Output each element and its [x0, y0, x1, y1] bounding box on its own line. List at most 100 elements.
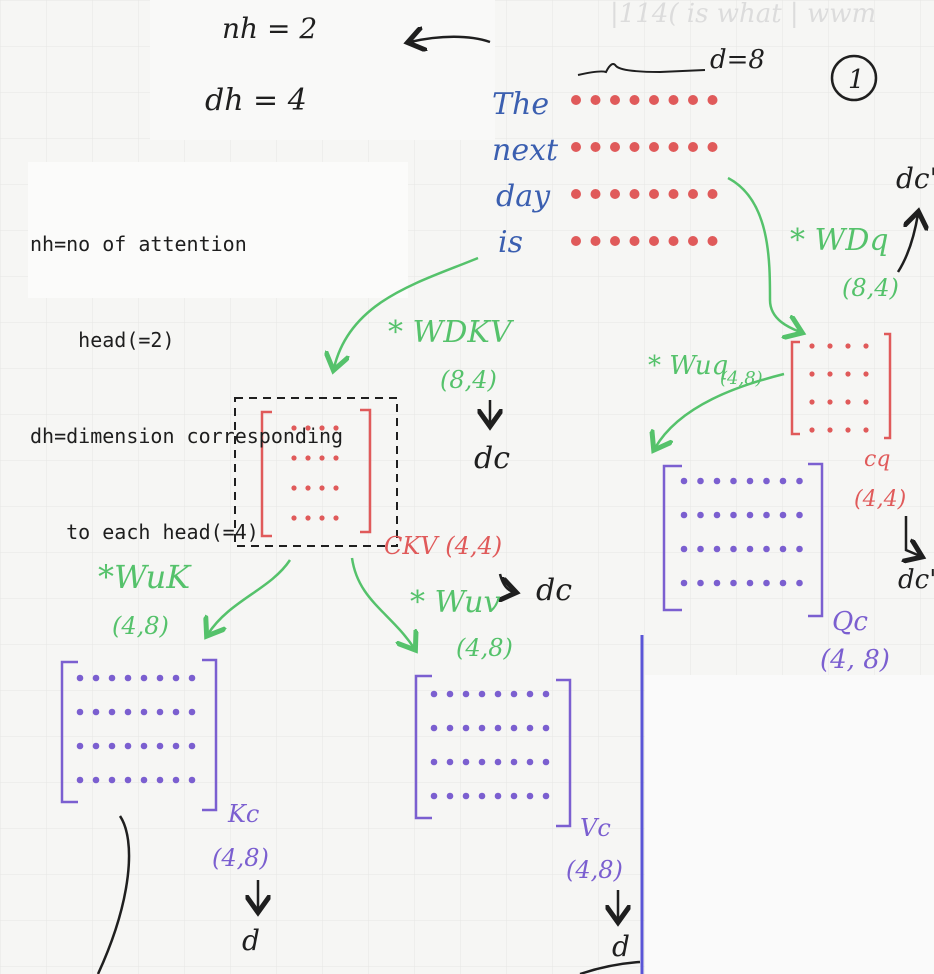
wuv-label: * Wuv	[410, 585, 500, 620]
matrix-dot	[526, 724, 534, 732]
matrix-dot	[172, 708, 180, 716]
d8-label: d=8	[710, 45, 765, 75]
matrix-dot	[680, 477, 688, 485]
matrix-dot	[510, 724, 518, 732]
matrix-dot	[713, 511, 721, 519]
note-line-2: head(=2)	[30, 328, 175, 352]
svg-text:|114( is what | wwm: |114( is what | wwm	[610, 0, 876, 29]
matrix-dot	[319, 425, 325, 431]
matrix-dot	[649, 189, 659, 199]
arrow-ckv-dc	[500, 573, 514, 592]
matrix-dot	[571, 236, 581, 246]
matrix-dot	[590, 236, 601, 246]
matrix-dot	[188, 708, 196, 716]
matrix-dot	[92, 776, 100, 784]
token-1: next	[492, 133, 559, 168]
matrix-dot	[827, 399, 833, 405]
matrix-dot	[827, 343, 833, 349]
matrix-dot	[827, 371, 833, 377]
matrix-dot	[610, 189, 620, 199]
matrix-dot	[478, 690, 486, 698]
matrix-dot	[571, 189, 581, 199]
matrix-dot	[730, 545, 737, 553]
matrix-dot	[707, 95, 718, 105]
matrix-dot	[305, 515, 311, 521]
matrix-dot	[446, 724, 454, 732]
matrix-dot	[730, 511, 737, 519]
matrix-dot	[688, 189, 698, 199]
matrix-dot	[809, 399, 815, 405]
matrix-dot	[796, 545, 803, 553]
matrix-dot	[668, 236, 679, 246]
matrix-dot	[76, 674, 84, 682]
matrix-dot	[779, 579, 787, 587]
ckv-matrix	[260, 408, 372, 538]
matrix-dot	[668, 142, 679, 152]
matrix-dot	[430, 724, 438, 732]
matrix-dot	[92, 708, 100, 716]
d-brace	[577, 63, 706, 76]
matrix-dot	[108, 674, 116, 682]
matrix-dot	[590, 189, 601, 199]
qc-matrix	[662, 462, 824, 618]
matrix-dot	[305, 455, 311, 461]
matrix-dot	[730, 579, 737, 587]
matrix-dot	[649, 236, 659, 246]
matrix-dot	[649, 142, 659, 152]
step-number: 1	[848, 65, 865, 95]
wuk-label: *WuK	[98, 558, 192, 596]
kc-matrix	[60, 658, 218, 812]
matrix-dot	[746, 579, 754, 587]
matrix-dot	[494, 758, 502, 766]
matrix-dot	[172, 674, 180, 682]
vc-matrix	[414, 674, 572, 828]
dc-down-label: dc	[474, 441, 510, 476]
matrix-dot	[76, 742, 84, 750]
wdkv-shape: (8,4)	[440, 366, 497, 394]
matrix-dot	[610, 236, 620, 246]
matrix-dot	[446, 792, 454, 800]
matrix-dot	[526, 792, 534, 800]
matrix-dot	[763, 579, 770, 587]
note-line-1: nh=no of attention	[30, 232, 247, 256]
matrix-dot	[688, 95, 698, 105]
matrix-dot	[478, 758, 486, 766]
matrix-dot	[571, 95, 581, 105]
matrix-dot	[291, 515, 297, 521]
matrix-dot	[680, 511, 688, 519]
matrix-dot	[779, 477, 787, 485]
matrix-dot	[124, 742, 132, 750]
notes-block: nh=no of attention head(=2) dh=dimension…	[30, 164, 343, 580]
vc-curve	[579, 960, 641, 974]
matrix-dot	[688, 142, 698, 152]
dc-prime-label: dc'	[898, 565, 934, 595]
kc-curve	[96, 815, 131, 974]
matrix-dot	[172, 742, 180, 750]
matrix-dot	[333, 515, 339, 521]
matrix-dot	[590, 142, 601, 152]
nh-label: nh = 2	[222, 12, 317, 45]
matrix-dot	[319, 485, 325, 491]
matrix-dot	[124, 776, 132, 784]
matrix-dot	[478, 792, 486, 800]
matrix-dot	[746, 511, 754, 519]
matrix-dot	[845, 399, 851, 405]
matrix-dot	[108, 708, 116, 716]
matrix-dot	[108, 742, 116, 750]
step-circle	[830, 54, 878, 102]
matrix-dot	[746, 545, 754, 553]
matrix-dot	[446, 758, 454, 766]
arrow-to-ckv	[334, 256, 479, 368]
matrix-dot	[763, 477, 770, 485]
matrix-dot	[291, 455, 297, 461]
matrix-dot	[291, 485, 297, 491]
matrix-dot	[319, 515, 325, 521]
dc-right-label: dc	[536, 573, 572, 608]
matrix-dot	[796, 579, 803, 587]
matrix-dot	[713, 545, 721, 553]
kc-shape: (4,8)	[212, 844, 269, 872]
matrix-dot	[707, 236, 718, 246]
wdq-label: * WDq	[790, 223, 889, 258]
wuv-shape: (4,8)	[456, 634, 513, 662]
